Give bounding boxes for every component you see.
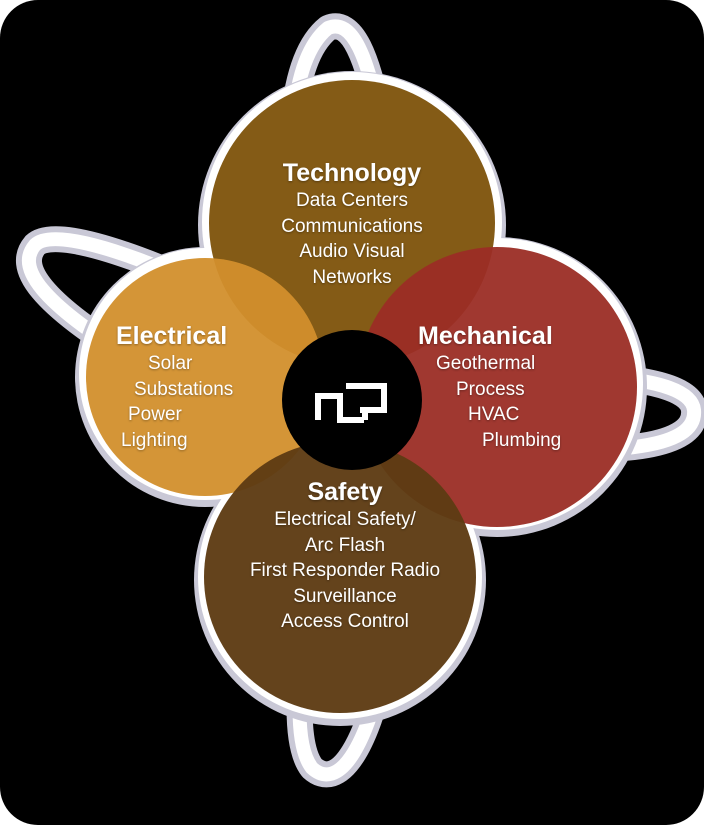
center-logo [282,330,422,470]
electrical-item: Substations [134,378,234,400]
technology-item: Communications [281,215,423,237]
safety-label: Safety Electrical Safety/ Arc Flash Firs… [210,477,480,635]
safety-item: Access Control [281,611,409,632]
electrical-title: Electrical [116,322,228,350]
mechanical-item: Geothermal [436,353,536,374]
technology-item: Data Centers [296,190,408,211]
mechanical-item: Plumbing [482,429,562,451]
mechanical-circle [357,247,637,527]
safety-title: Safety [307,478,383,506]
safety-circle [204,441,476,713]
electrical-label: Electrical Solar Substations Power Light… [110,321,260,453]
company-monogram-icon [315,383,387,423]
technology-title: Technology [282,159,422,187]
safety-item: First Responder Radio [249,560,441,581]
safety-item: Surveillance [293,585,397,607]
mechanical-title: Mechanical [418,322,553,350]
center-circle [282,330,422,470]
electrical-item: Solar [148,353,193,374]
safety-item: Electrical Safety/ [274,509,416,530]
technology-item: Networks [312,266,392,288]
technology-item: Audio Visual [299,241,405,262]
electrical-circle [86,258,324,496]
electrical-item: Power [128,404,182,425]
technology-label: Technology Data Centers Communications A… [252,158,452,290]
mechanical-item: HVAC [468,404,520,425]
mechanical-item: Process [456,378,525,400]
electrical-item: Lighting [121,429,188,451]
safety-item: Arc Flash [304,534,386,556]
mechanical-label: Mechanical Geothermal Process HVAC Plumb… [418,321,593,453]
